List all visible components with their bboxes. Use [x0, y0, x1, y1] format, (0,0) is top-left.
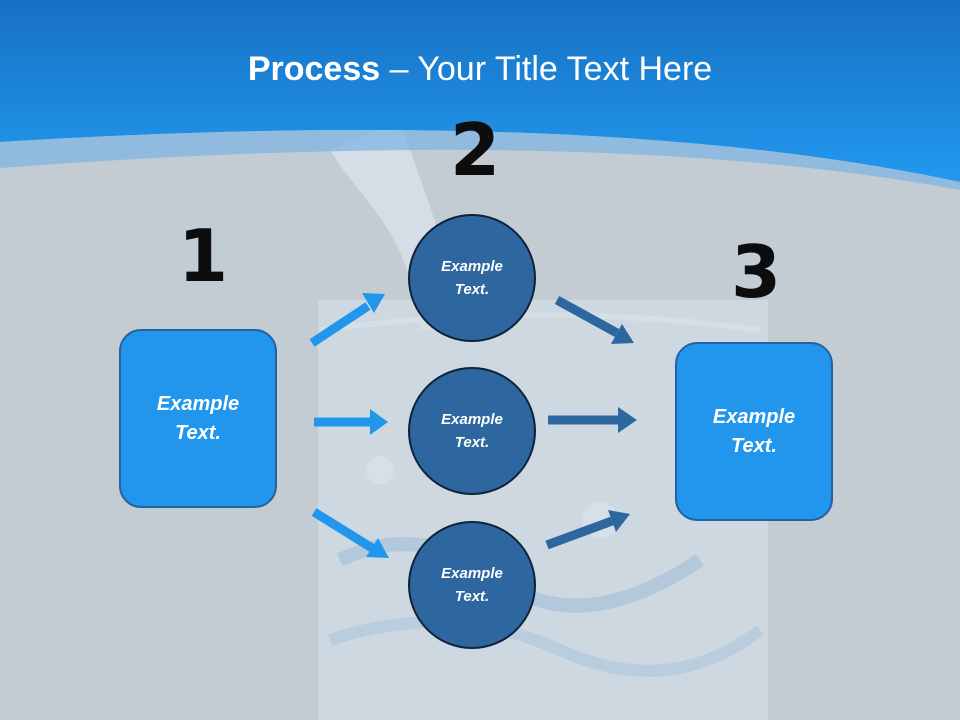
arrow-left-to-middle [314, 409, 388, 435]
arrow-top-to-right [554, 296, 634, 344]
circle-top: Example Text. [408, 214, 536, 342]
circle-bottom: Example Text. [408, 521, 536, 649]
circle-top-text: Example Text. [441, 258, 503, 298]
arrow-bottom-to-right [545, 510, 630, 550]
circle-middle: Example Text. [408, 367, 536, 495]
left-box-text: Example Text. [156, 392, 240, 444]
slide-title: Process – Your Title Text Here [0, 50, 960, 89]
arrow-left-to-top [309, 293, 385, 347]
step-number-2: 2 [450, 108, 501, 192]
title-bold: Process [247, 50, 381, 88]
title-dash: – [380, 50, 418, 88]
circle-bottom-text: Example Text. [441, 565, 503, 605]
circle-middle-text: Example Text. [441, 411, 503, 451]
right-box: Example Text. [675, 342, 833, 521]
step-number-3: 3 [731, 230, 782, 314]
header-band [0, 0, 960, 190]
arrow-left-to-bottom [311, 508, 389, 558]
arrow-middle-to-right [548, 407, 637, 433]
step-number-1: 1 [178, 214, 229, 298]
right-box-text: Example Text. [712, 405, 796, 457]
left-box: Example Text. [119, 329, 277, 508]
title-rest: Your Title Text Here [417, 50, 713, 88]
